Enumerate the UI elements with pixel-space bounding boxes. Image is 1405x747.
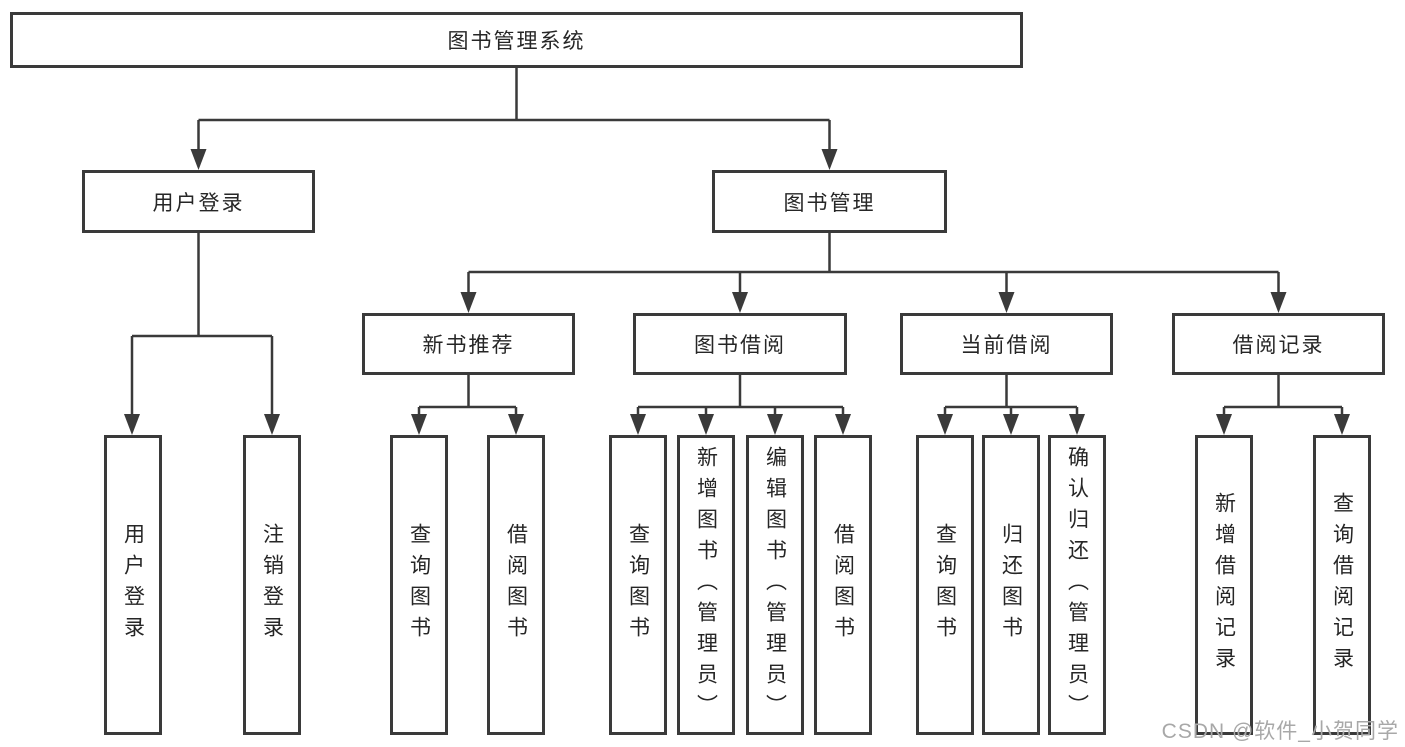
node-book-borrow: 图书借阅: [633, 313, 847, 375]
node-label: 图书借阅: [694, 334, 786, 357]
arrowhead-icon: [767, 414, 783, 435]
leaf-label: 用户登录: [121, 523, 145, 647]
arrowhead-icon: [1069, 414, 1085, 435]
leaf-label: 编辑图书（管理员）: [763, 445, 787, 725]
leaf-label: 借阅图书: [504, 523, 528, 647]
leaf-label: 借阅图书: [831, 523, 855, 647]
arrowhead-icon: [937, 414, 953, 435]
leaf-query-borrow-record: 查询借阅记录: [1313, 435, 1371, 735]
watermark: CSDN @软件_小贺同学: [1161, 720, 1399, 743]
node-user-login: 用户登录: [82, 170, 315, 233]
arrowhead-icon: [1216, 414, 1232, 435]
leaf-label: 注销登录: [260, 523, 284, 647]
node-book-management: 图书管理: [712, 170, 947, 233]
arrowhead-icon: [698, 414, 714, 435]
leaf-label: 新增借阅记录: [1212, 492, 1236, 678]
node-borrow-records: 借阅记录: [1172, 313, 1385, 375]
leaf-label: 归还图书: [999, 523, 1023, 647]
leaf-query-books-borrow: 查询图书: [609, 435, 667, 735]
leaf-label: 查询借阅记录: [1330, 492, 1354, 678]
leaf-borrow-books-recommend: 借阅图书: [487, 435, 545, 735]
leaf-add-borrow-record: 新增借阅记录: [1195, 435, 1253, 735]
arrowhead-icon: [190, 149, 207, 170]
node-label: 图书管理系统: [447, 30, 586, 53]
leaf-add-books-admin: 新增图书（管理员）: [677, 435, 735, 735]
leaf-borrow-books: 借阅图书: [814, 435, 872, 735]
leaf-logout: 注销登录: [243, 435, 301, 735]
arrowhead-icon: [835, 414, 851, 435]
arrowhead-icon: [1334, 414, 1350, 435]
leaf-label: 确认归还（管理员）: [1065, 445, 1089, 725]
arrowhead-icon: [508, 414, 524, 435]
arrowhead-icon: [1270, 292, 1287, 313]
arrowhead-icon: [630, 414, 646, 435]
leaf-confirm-return-admin: 确认归还（管理员）: [1048, 435, 1106, 735]
leaf-query-books-recommend: 查询图书: [390, 435, 448, 735]
node-label: 新书推荐: [422, 334, 515, 357]
node-library-system: 图书管理系统: [10, 12, 1023, 68]
node-label: 当前借阅: [960, 334, 1053, 357]
leaf-user-login: 用户登录: [104, 435, 162, 735]
leaf-label: 查询图书: [626, 523, 650, 647]
arrowhead-icon: [821, 149, 838, 170]
arrowhead-icon: [124, 414, 140, 435]
arrowhead-icon: [1003, 414, 1019, 435]
arrowhead-icon: [732, 292, 748, 313]
arrowhead-icon: [998, 292, 1015, 313]
node-label: 图书管理: [783, 191, 876, 215]
node-label: 用户登录: [152, 191, 245, 215]
leaf-label: 新增图书（管理员）: [694, 445, 718, 725]
leaf-edit-books-admin: 编辑图书（管理员）: [746, 435, 804, 735]
arrowhead-icon: [264, 414, 280, 435]
leaf-label: 查询图书: [407, 523, 431, 647]
leaf-label: 查询图书: [933, 523, 957, 647]
leaf-query-books-current: 查询图书: [916, 435, 974, 735]
node-new-book-recommend: 新书推荐: [362, 313, 575, 375]
arrowhead-icon: [411, 414, 427, 435]
node-current-borrow: 当前借阅: [900, 313, 1113, 375]
node-label: 借阅记录: [1232, 334, 1325, 357]
arrowhead-icon: [460, 292, 477, 313]
leaf-return-books: 归还图书: [982, 435, 1040, 735]
